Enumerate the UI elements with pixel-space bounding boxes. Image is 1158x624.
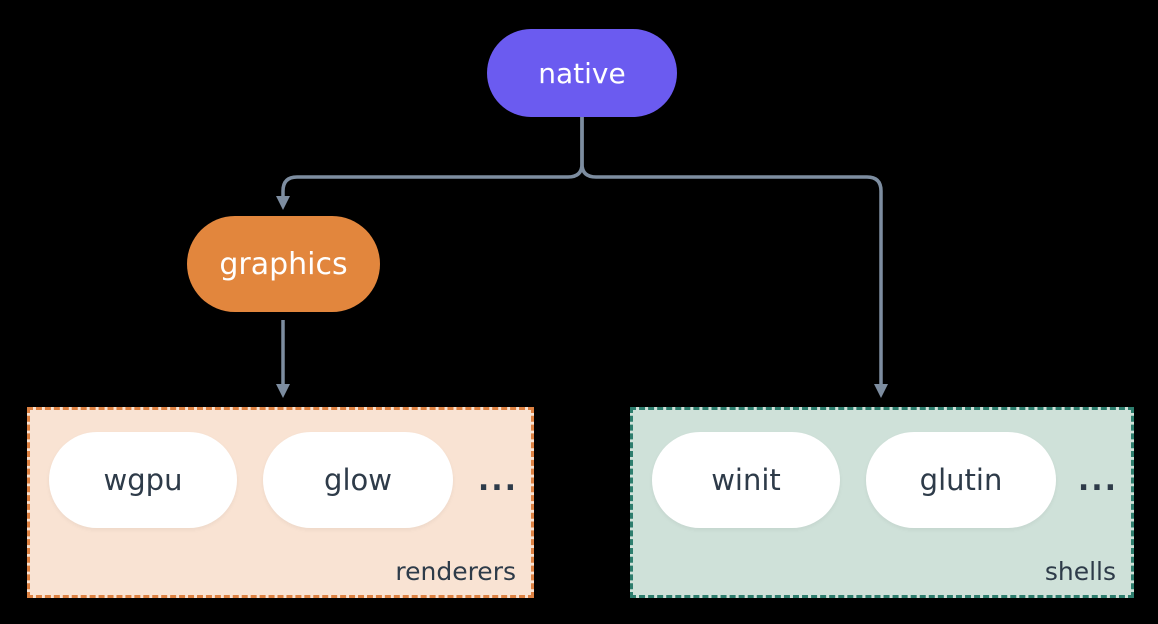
node-glow: glow: [263, 432, 453, 528]
group-shells-label: shells: [1044, 557, 1116, 586]
node-glutin-label: glutin: [919, 463, 1003, 497]
node-graphics: graphics: [187, 216, 380, 312]
edge-native-graphics: [281, 117, 584, 198]
node-native: native: [487, 29, 677, 117]
arrowhead-renderers-icon: [276, 384, 290, 398]
renderers-ellipsis: ...: [477, 462, 519, 498]
shells-ellipsis: ...: [1077, 462, 1119, 498]
node-wgpu: wgpu: [49, 432, 237, 528]
group-shells: winit glutin ... shells: [630, 407, 1134, 598]
edge-native-shells: [580, 117, 883, 386]
node-glow-label: glow: [324, 463, 392, 497]
node-winit-label: winit: [711, 463, 781, 497]
arrowhead-graphics-icon: [276, 196, 290, 210]
group-renderers-label: renderers: [395, 557, 516, 586]
node-native-label: native: [538, 56, 626, 90]
node-winit: winit: [652, 432, 840, 528]
group-renderers: wgpu glow ... renderers: [27, 407, 534, 598]
node-graphics-label: graphics: [219, 246, 348, 282]
arrowhead-shells-icon: [874, 384, 888, 398]
node-wgpu-label: wgpu: [103, 463, 183, 497]
node-glutin: glutin: [866, 432, 1056, 528]
